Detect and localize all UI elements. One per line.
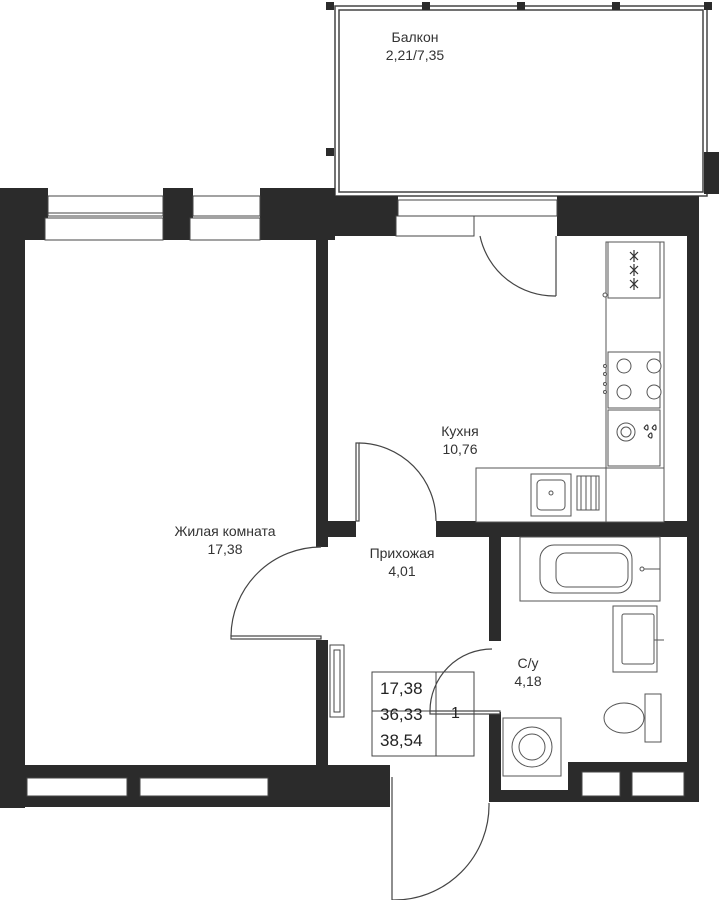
balcony-label: Балкон 2,21/7,35 (360, 28, 470, 64)
kitchen-area: 10,76 (442, 441, 478, 457)
summary-box (371, 671, 492, 757)
summary-room-count: 1 (451, 705, 460, 722)
bathroom-name: С/у (517, 655, 539, 671)
summary-total-with-balcony: 38,54 (380, 731, 423, 750)
summary-total-area: 36,33 (380, 705, 423, 724)
summary-living-area: 17,38 (380, 679, 423, 698)
doors (230, 235, 557, 900)
kitchen-name: Кухня (441, 423, 479, 439)
bathroom-area: 4,18 (514, 673, 542, 689)
radiator (329, 644, 345, 718)
kitchen-label: Кухня 10,76 (410, 422, 510, 458)
windows (26, 195, 685, 797)
kitchen-furniture (475, 241, 665, 523)
living-name: Жилая комната (174, 523, 276, 539)
living-label: Жилая комната 17,38 (150, 522, 300, 558)
balcony-area: 2,21/7,35 (385, 47, 445, 63)
living-area: 17,38 (207, 541, 243, 557)
hallway-label: Прихожая 4,01 (352, 544, 452, 580)
bath-fixtures (502, 536, 664, 777)
balcony-posts (326, 2, 719, 194)
summary-values: 17,38 36,33 38,54 (380, 676, 423, 754)
hallway-area: 4,01 (388, 563, 416, 579)
balcony-name: Балкон (391, 29, 439, 45)
bathroom-label: С/у 4,18 (498, 654, 558, 690)
fridge-marks (629, 250, 657, 439)
hallway-name: Прихожая (369, 545, 435, 561)
